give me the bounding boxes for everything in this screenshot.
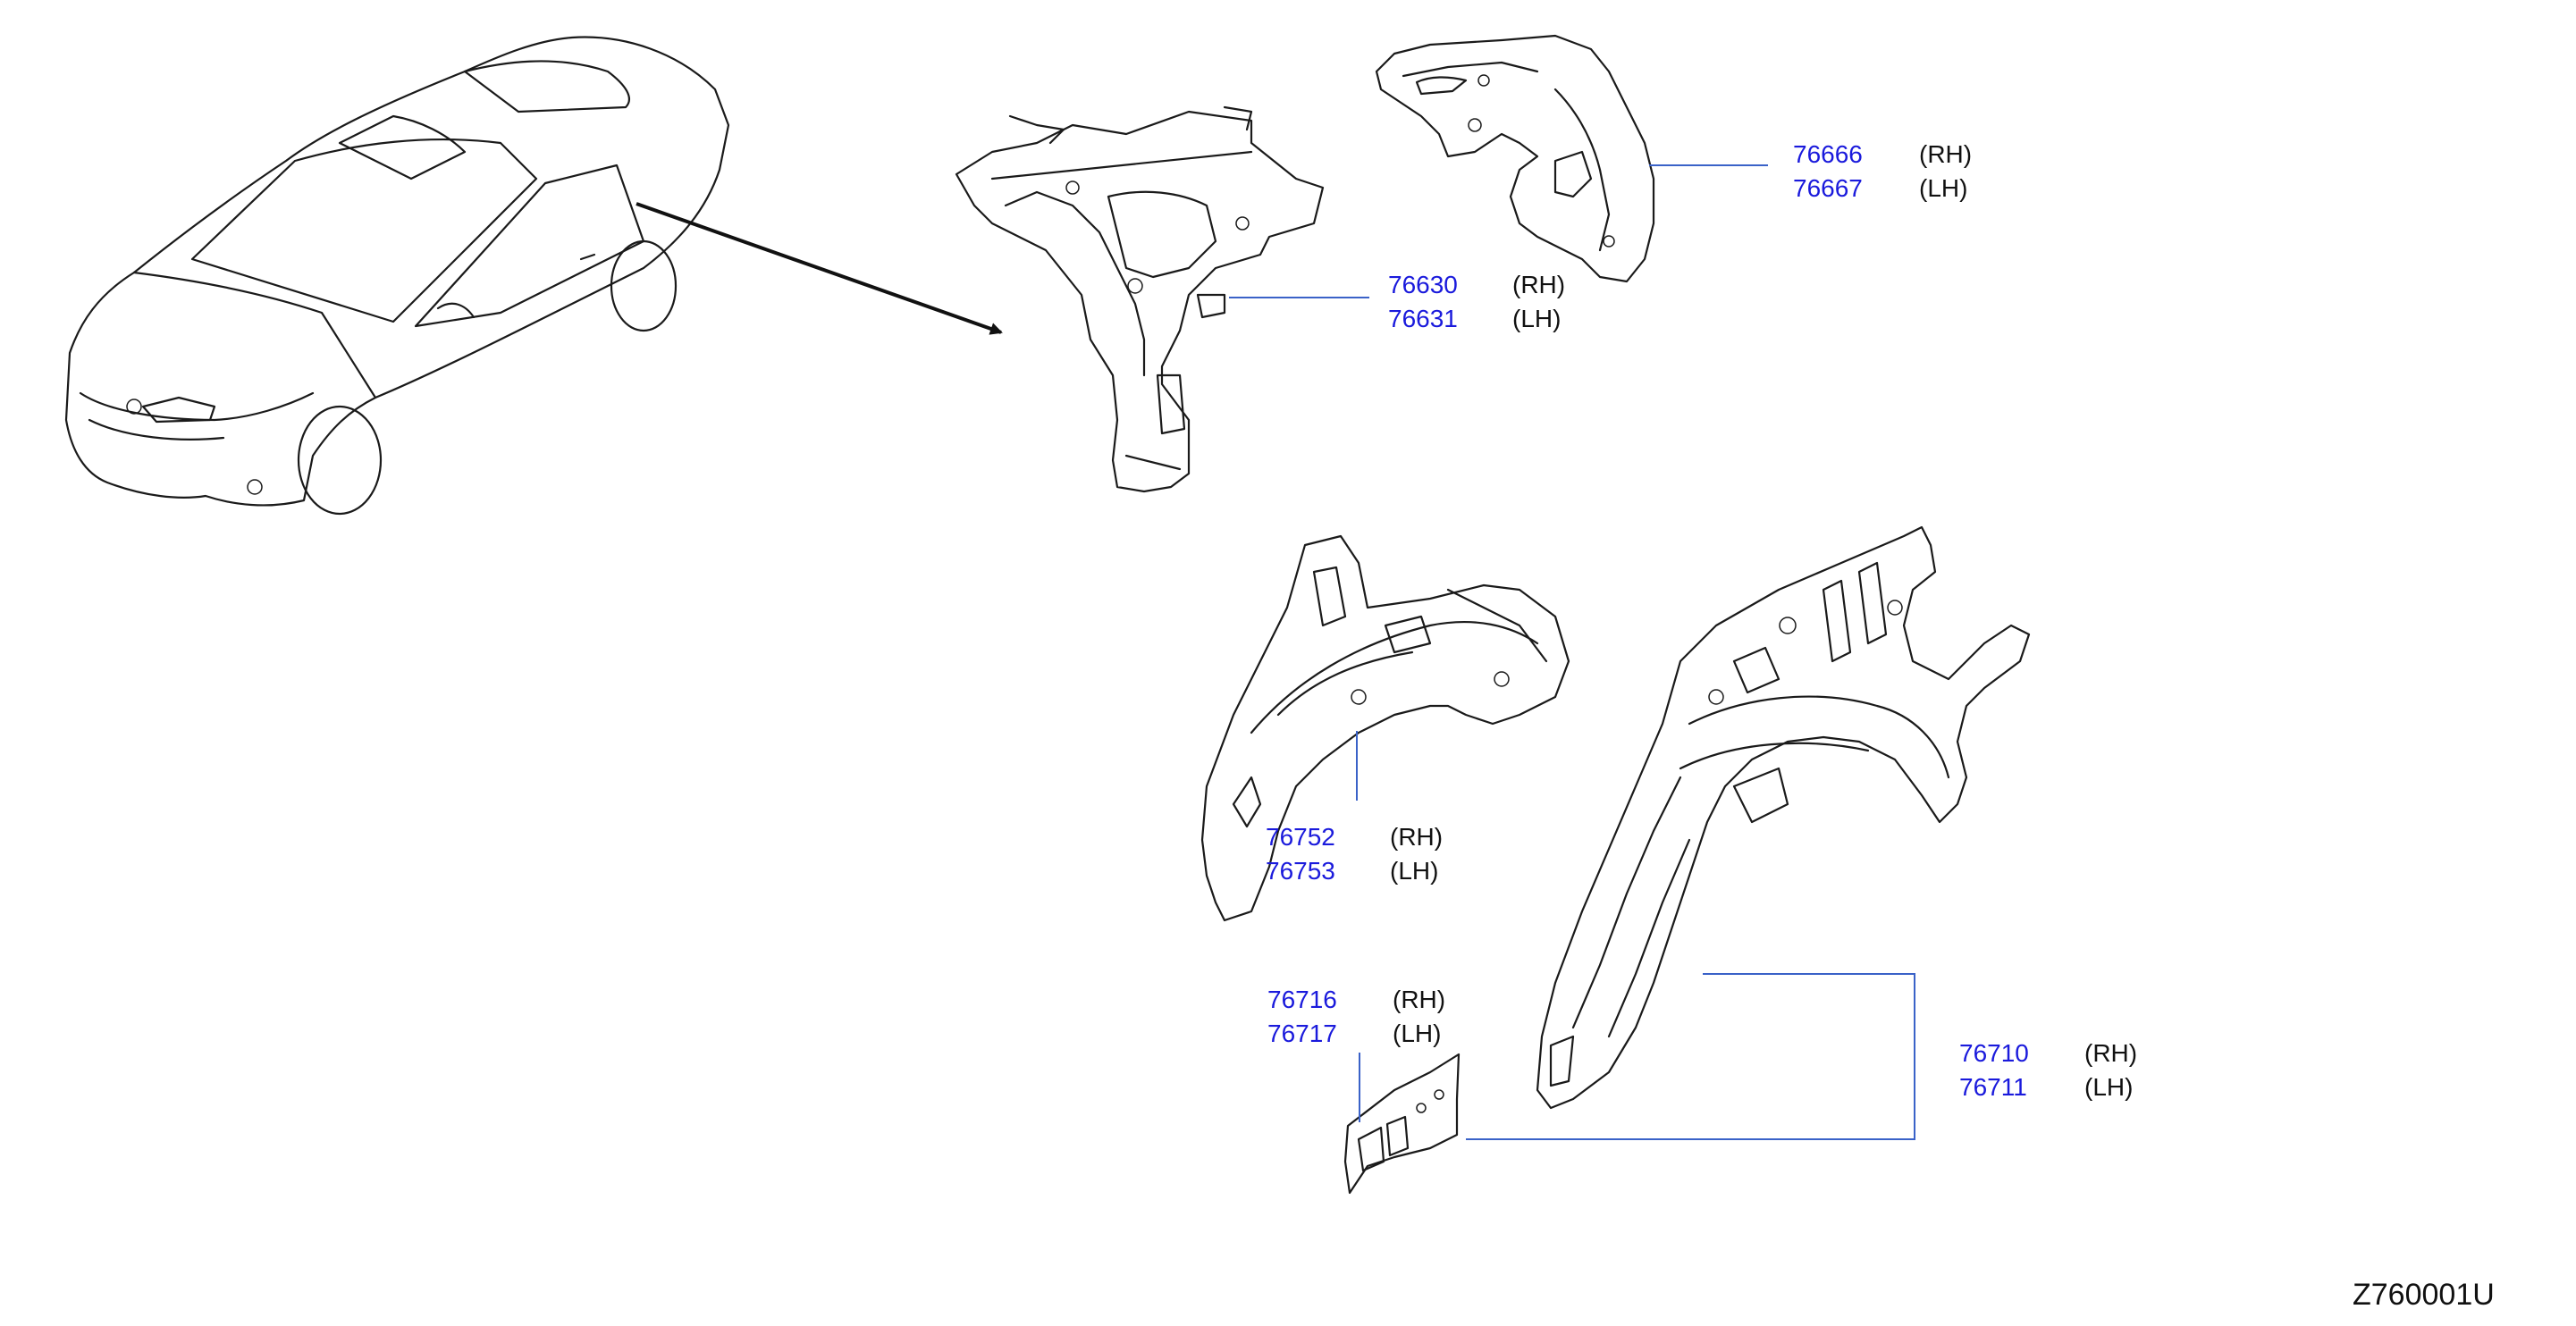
part-number-76717[interactable]: 76717 [1267,1020,1337,1047]
side-label-lh: (LH) [1393,1020,1442,1047]
part-number-76666[interactable]: 76666 [1793,140,1863,168]
part-number-76630[interactable]: 76630 [1388,271,1458,298]
part-number-76631[interactable]: 76631 [1388,305,1458,332]
side-label-rh: (RH) [1393,986,1446,1013]
side-label-lh: (LH) [1919,174,1968,202]
side-label-rh: (RH) [1512,271,1566,298]
part-number-76753[interactable]: 76753 [1266,857,1335,885]
side-label-rh: (RH) [1390,823,1444,851]
side-label-rh: (RH) [1919,140,1973,168]
side-label-lh: (LH) [2084,1073,2134,1101]
vehicle-overview-illustration [64,36,1003,516]
part-illustration-filler-patch [1343,1053,1461,1195]
part-number-76716[interactable]: 76716 [1267,986,1337,1013]
side-label-lh: (LH) [1512,305,1562,332]
leader-line-outer-wheelhouse [1466,973,1915,1140]
part-number-76710[interactable]: 76710 [1959,1039,2029,1067]
part-illustration-outer-wheelhouse [1536,525,2031,1110]
part-number-76667[interactable]: 76667 [1793,174,1863,202]
part-number-76711[interactable]: 76711 [1959,1073,2027,1101]
part-illustration-upper-housing [1375,34,1655,283]
diagram-code: Z760001U [2353,1278,2495,1312]
side-label-rh: (RH) [2084,1039,2138,1067]
part-number-76752[interactable]: 76752 [1266,823,1335,851]
side-label-lh: (LH) [1390,857,1439,885]
part-illustration-inner-pillar [955,105,1325,493]
part-illustration-inner-wheelhouse [1200,534,1570,922]
